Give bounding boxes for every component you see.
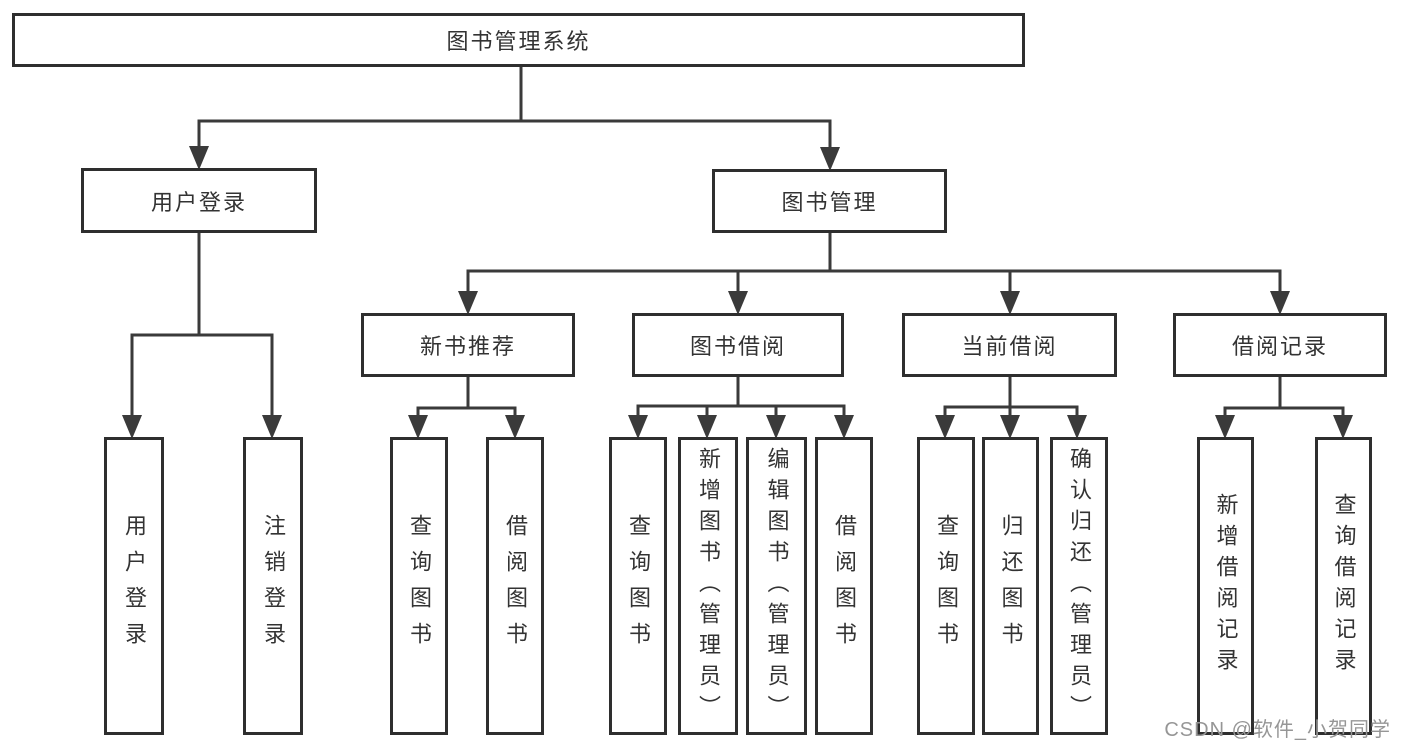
leaf-query-books-recommend: 查询图书: [390, 437, 448, 735]
node-label: 查询图书: [934, 514, 959, 658]
leaf-borrow-books: 借阅图书: [815, 437, 873, 735]
node-label: 借阅记录: [1231, 334, 1328, 359]
leaf-edit-book-admin: 编辑图书（管理员）: [746, 437, 807, 735]
node-label: 借阅图书: [832, 514, 857, 658]
node-label: 新增借阅记录: [1213, 493, 1239, 679]
node-label: 借阅图书: [503, 514, 528, 658]
leaf-confirm-return-admin: 确认归还（管理员）: [1050, 437, 1108, 735]
node-label: 注销登录: [261, 514, 286, 658]
node-current-borrowing: 当前借阅: [902, 313, 1117, 377]
leaf-query-books-current: 查询图书: [917, 437, 975, 735]
node-label: 归还图书: [998, 514, 1024, 658]
csdn-watermark: CSDN @软件_小贺同学: [1164, 719, 1391, 741]
node-label: 查询借阅记录: [1331, 493, 1357, 679]
node-label: 图书管理系统: [446, 29, 591, 54]
leaf-return-books: 归还图书: [982, 437, 1039, 735]
node-library-system: 图书管理系统: [12, 13, 1025, 67]
node-borrowing-records: 借阅记录: [1173, 313, 1387, 377]
leaf-user-login: 用户登录: [104, 437, 164, 735]
leaf-borrow-books-recommend: 借阅图书: [486, 437, 544, 735]
node-label: 图书借阅: [689, 334, 786, 359]
leaf-query-borrow-record: 查询借阅记录: [1315, 437, 1372, 735]
node-user-login: 用户登录: [81, 168, 317, 233]
node-label: 新增图书（管理员）: [696, 446, 721, 726]
node-label: 新书推荐: [419, 334, 516, 359]
node-label: 确认归还（管理员）: [1067, 446, 1092, 726]
node-label: 查询图书: [626, 514, 651, 658]
node-book-borrowing: 图书借阅: [632, 313, 844, 377]
node-label: 当前借阅: [961, 334, 1058, 359]
node-label: 用户登录: [150, 189, 247, 215]
node-new-book-recommendation: 新书推荐: [361, 313, 575, 377]
node-label: 用户登录: [122, 514, 147, 658]
node-book-management: 图书管理: [712, 169, 947, 233]
node-label: 图书管理: [781, 190, 878, 215]
leaf-add-borrow-record: 新增借阅记录: [1197, 437, 1254, 735]
leaf-add-book-admin: 新增图书（管理员）: [678, 437, 738, 735]
leaf-logout: 注销登录: [243, 437, 303, 735]
node-label: 编辑图书（管理员）: [764, 446, 790, 726]
node-label: 查询图书: [407, 514, 432, 658]
leaf-query-books-borrowing: 查询图书: [609, 437, 667, 735]
